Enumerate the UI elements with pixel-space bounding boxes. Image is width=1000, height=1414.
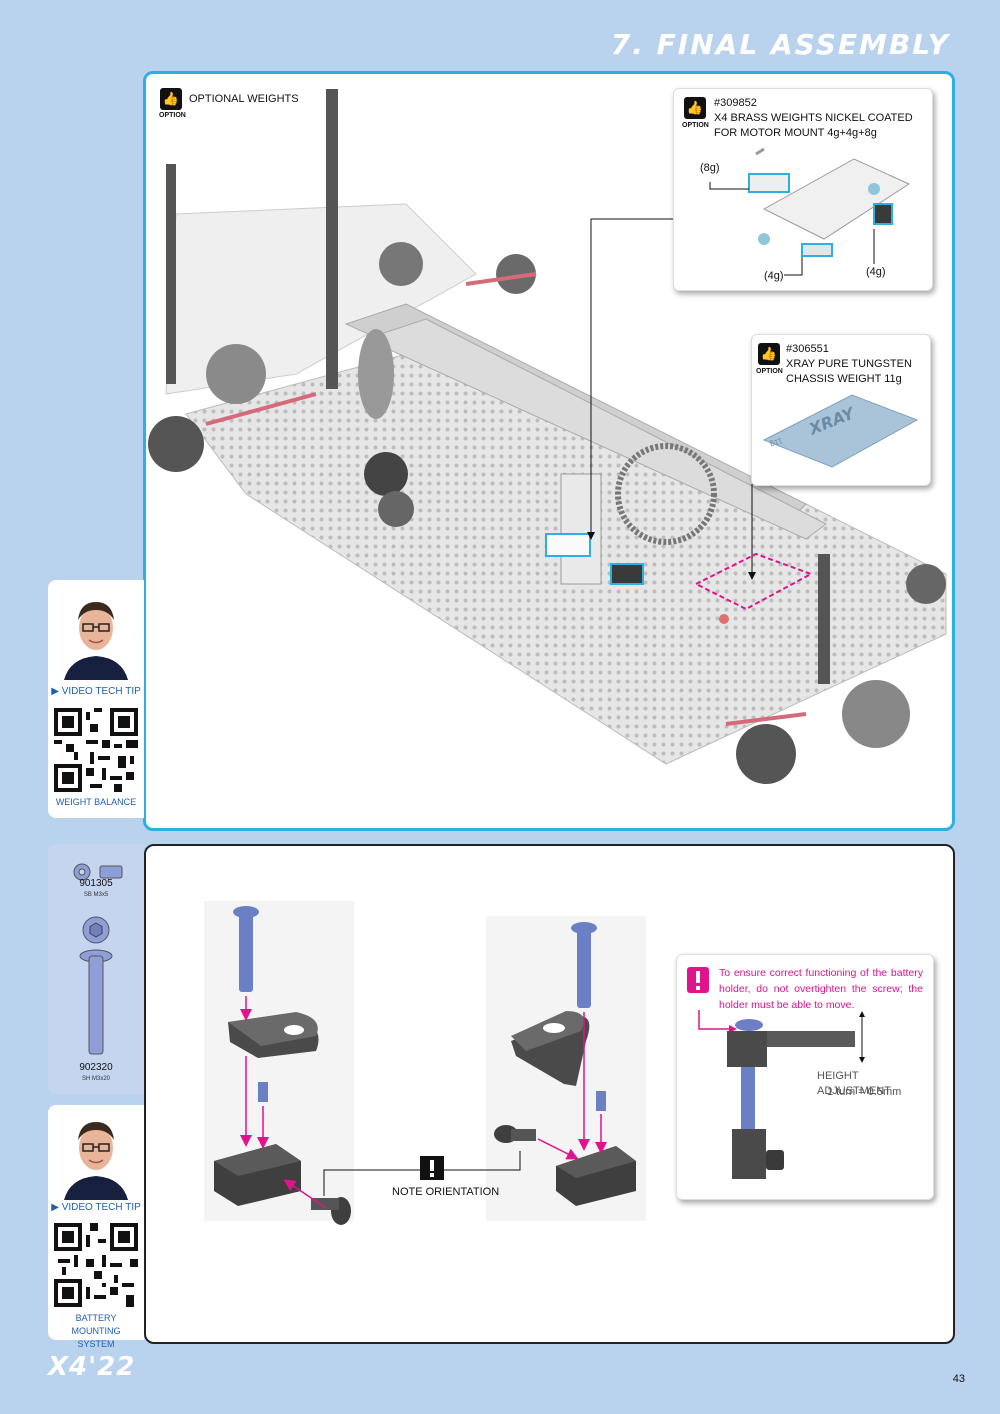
part-description: CHASSIS WEIGHT 11g — [786, 373, 902, 385]
optional-weights-panel: 👍 OPTION OPTIONAL WEIGHTS 👍 OPTION #3098… — [143, 71, 955, 831]
part-description: X4 BRASS WEIGHTS NICKEL COATED FOR MOTOR… — [714, 112, 913, 139]
presenter-portrait — [60, 1110, 132, 1200]
qr-code[interactable] — [54, 708, 138, 792]
part-number: #306551 — [786, 343, 829, 355]
tungsten-plate: XRAY — [762, 394, 919, 468]
option-label: OPTION — [682, 122, 709, 129]
panel-heading: OPTIONAL WEIGHTS — [189, 93, 299, 105]
part-number: 902320 — [79, 1062, 113, 1073]
video-tip-text: VIDEO TECH TIP — [61, 1202, 141, 1213]
thumbs-up-icon: 👍 — [684, 97, 706, 119]
tungsten-weight-callout: 👍 OPTION #306551 XRAY PURE TUNGSTEN CHAS… — [751, 334, 931, 486]
qr-code[interactable] — [54, 1223, 138, 1307]
motor-mount-diagram — [709, 147, 911, 276]
chassis-illustration — [148, 89, 947, 784]
warning-text: To ensure correct functioning of the bat… — [719, 967, 923, 1011]
height-adjust-diagram — [698, 1010, 865, 1179]
weight-label-4g: (4g) — [866, 266, 886, 278]
video-tip-label: ▶ VIDEO TECH TIP — [51, 686, 141, 697]
battery-holder-panel: NOTE ORIENTATION To ensure correct funct… — [144, 844, 955, 1344]
part-description: XRAY PURE TUNGSTEN — [786, 358, 912, 370]
page-number: 43 — [952, 1373, 965, 1385]
battery-holder-diagram — [204, 901, 646, 1225]
option-label: OPTION — [159, 112, 186, 119]
section-title: 7. FINAL ASSEMBLY — [610, 28, 950, 61]
video-tech-tip-weight-balance[interactable]: ▶ VIDEO TECH TIP WEIGHT BALANCE — [48, 580, 144, 818]
part-number: 901305 — [79, 878, 113, 889]
screw-icon — [79, 916, 113, 1055]
part-spec: SH M3x20 — [81, 1076, 110, 1082]
option-label: OPTION — [756, 368, 783, 375]
presenter-portrait — [60, 590, 132, 680]
video-tip-title: WEIGHT BALANCE — [55, 797, 137, 807]
washer-icon — [73, 863, 123, 881]
height-adjustment-value: 1 turn = 0.5mm — [827, 1086, 902, 1098]
part-spec: SB M3x5 — [83, 892, 109, 898]
height-adjustment-label: HEIGHT ADJUSTMENT — [817, 1070, 891, 1097]
video-tip-label: ▶ VIDEO TECH TIP — [51, 1202, 141, 1213]
weight-label-4g: (4g) — [764, 270, 784, 282]
weight-label-8g: (8g) — [700, 162, 720, 174]
height-adjustment-callout: To ensure correct functioning of the bat… — [676, 954, 934, 1200]
part-number: #309852 — [714, 97, 757, 109]
thumbs-up-icon: 👍 — [758, 343, 780, 365]
video-tip-text: VIDEO TECH TIP — [61, 686, 141, 697]
video-tech-tip-battery-mounting[interactable]: ▶ VIDEO TECH TIP BATTERY MOUNTING SYSTEM — [48, 1105, 144, 1349]
video-tip-title: BATTERY MOUNTING SYSTEM — [71, 1313, 121, 1349]
thumbs-up-icon: 👍 — [160, 88, 182, 110]
brass-weights-callout: 👍 OPTION #309852 X4 BRASS WEIGHTS NICKEL… — [673, 88, 933, 291]
parts-list: 901305 SB M3x5 902320 SH M3x20 — [48, 844, 144, 1094]
note-orientation-label: NOTE ORIENTATION — [392, 1186, 500, 1198]
brand-logo: X4'22 — [48, 1352, 136, 1382]
warning-icon — [687, 967, 709, 993]
